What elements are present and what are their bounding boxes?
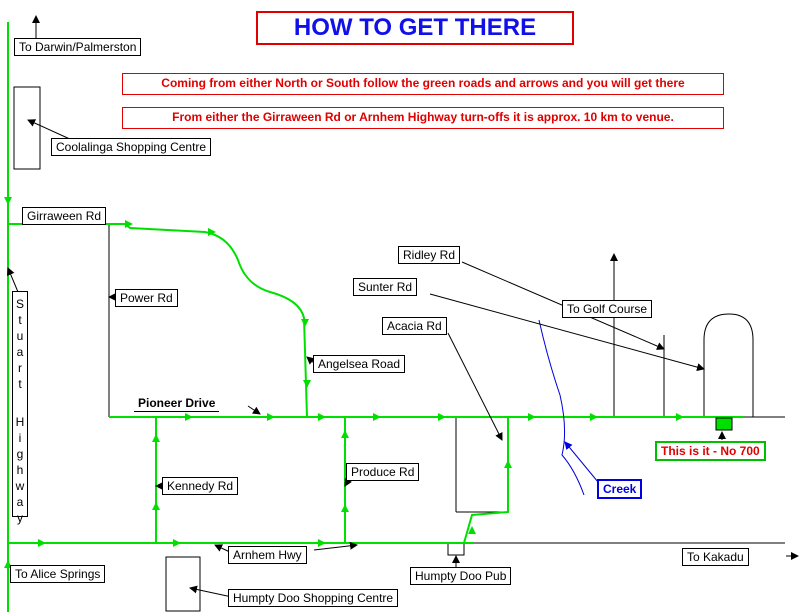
destination-marker [715, 417, 733, 431]
label-destination: This is it - No 700 [655, 441, 766, 461]
route-note: Coming from either North or South follow… [122, 73, 724, 95]
label-darwin: To Darwin/Palmerston [14, 38, 142, 56]
label-angelsea: Angelsea Road [313, 355, 406, 373]
label-humpty-pub: Humpty Doo Pub [410, 567, 512, 585]
label-kennedy: Kennedy Rd [162, 477, 239, 495]
distance-note: From either the Girraween Rd or Arnhem H… [122, 107, 724, 129]
label-sunter: Sunter Rd [353, 278, 418, 296]
label-coolalinga: Coolalinga Shopping Centre [51, 138, 212, 156]
label-golf: To Golf Course [562, 300, 653, 318]
pub-marker [447, 542, 465, 556]
green-arrows [4, 197, 684, 568]
property-outline [703, 313, 754, 417]
label-produce: Produce Rd [346, 463, 420, 481]
label-girraween: Girraween Rd [22, 207, 107, 225]
label-creek: Creek [597, 479, 643, 499]
label-humpty-shop: Humpty Doo Shopping Centre [228, 589, 399, 607]
label-arnhem: Arnhem Hwy [228, 546, 307, 564]
label-power: Power Rd [115, 289, 178, 307]
label-acacia: Acacia Rd [382, 317, 447, 335]
stuart-highway-label: S t u a r t H i g h w a y [12, 291, 28, 525]
humpty-shop-building [165, 556, 201, 612]
label-kakadu: To Kakadu [682, 548, 749, 566]
label-alice: To Alice Springs [10, 565, 106, 583]
black-roads [7, 86, 785, 612]
creek-line [538, 319, 585, 496]
coolalinga-building [13, 86, 41, 170]
label-ridley: Ridley Rd [398, 246, 461, 264]
label-pioneer: Pioneer Drive [134, 395, 220, 412]
girraween-route [8, 223, 308, 418]
page-title: HOW TO GET THERE [256, 11, 574, 45]
creek-pointer [564, 441, 599, 483]
